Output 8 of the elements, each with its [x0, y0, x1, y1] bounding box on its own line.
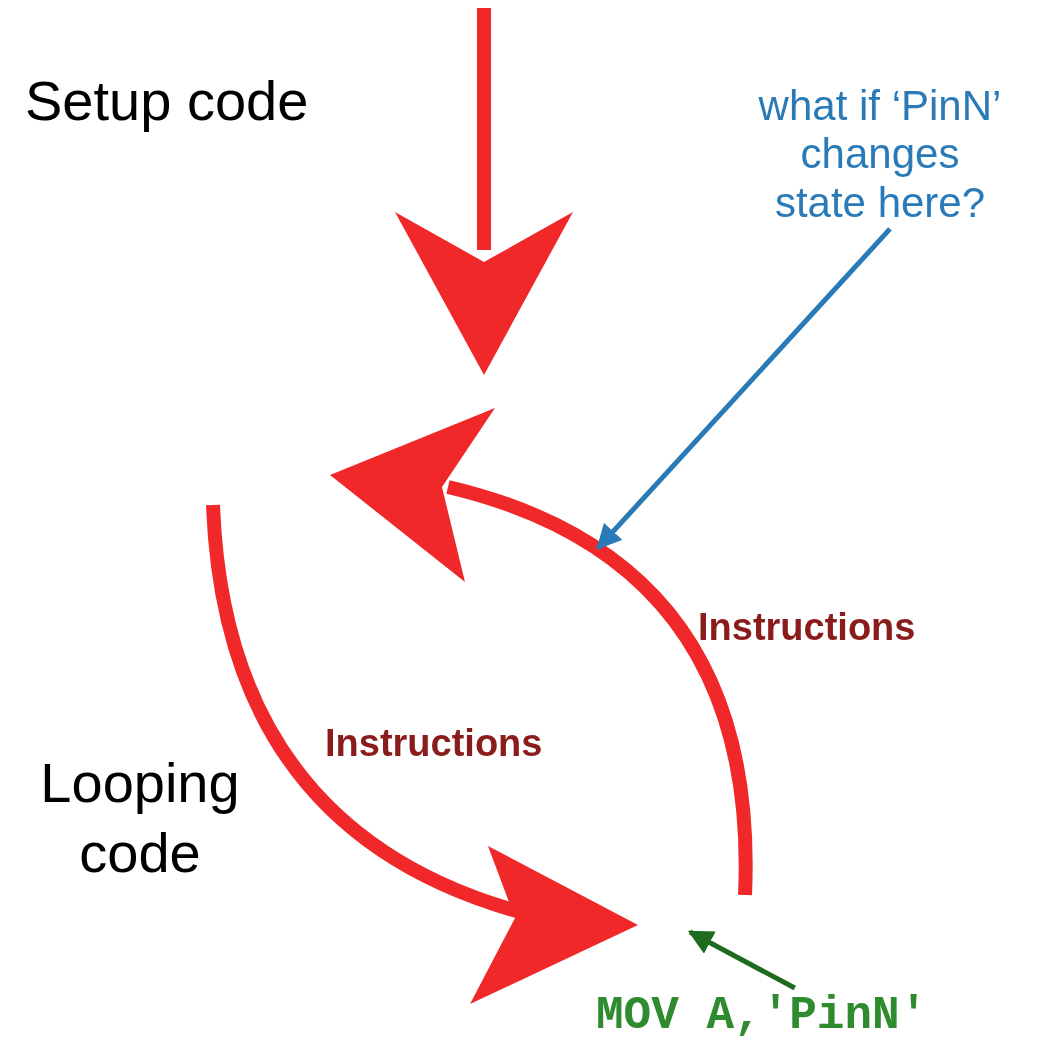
leader-arrow — [596, 227, 892, 550]
code-text: MOV A,'PinN' — [596, 990, 928, 1043]
section-label: Looping code — [39, 750, 241, 886]
arrow-label: Instructions — [698, 606, 916, 649]
callout-text: what if ‘PinN’ changes state here? — [755, 82, 1005, 227]
section-label: Setup code — [25, 68, 309, 133]
leader-arrow — [687, 929, 796, 991]
arrow-label: Instructions — [325, 722, 543, 765]
